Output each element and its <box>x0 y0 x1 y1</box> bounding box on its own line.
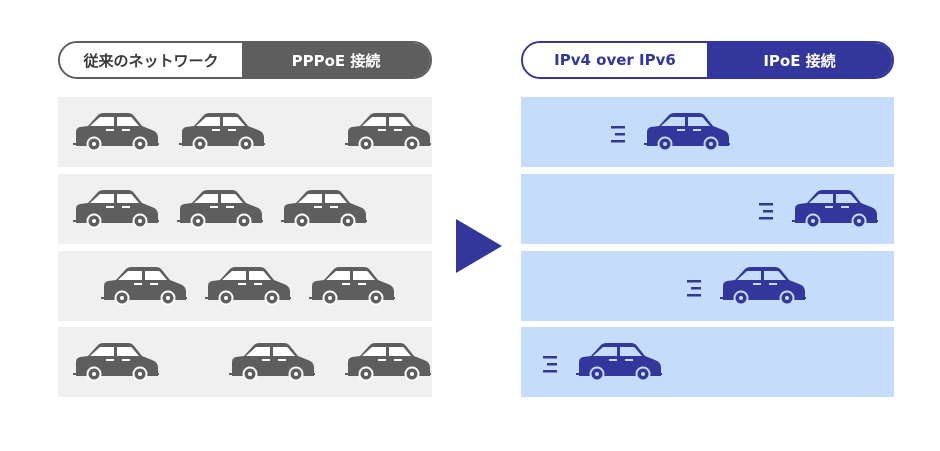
ipoe-lane-2 <box>521 174 894 244</box>
speeding-car-icon <box>687 262 811 308</box>
car-icon <box>226 338 316 384</box>
ipoe-lane-3 <box>521 251 894 321</box>
speeding-car-icon <box>543 338 667 384</box>
legacy-network-label: 従来のネットワーク <box>60 43 242 77</box>
pppoe-label: PPPoE 接続 <box>242 43 430 77</box>
car-icon <box>278 185 368 231</box>
car-icon <box>202 262 292 308</box>
car-icon <box>98 262 188 308</box>
ipoe-label: IPoE 接続 <box>707 43 892 77</box>
car-icon <box>70 338 160 384</box>
car-icon <box>342 108 432 154</box>
pppoe-lane-2 <box>58 174 432 244</box>
ipv4-over-ipv6-label: IPv4 over IPv6 <box>523 43 707 77</box>
car-icon <box>70 108 160 154</box>
car-icon <box>342 338 432 384</box>
pppoe-header-pill: 従来のネットワーク PPPoE 接続 <box>58 41 432 79</box>
play-arrow-icon <box>456 219 502 273</box>
pppoe-lane-3 <box>58 251 432 321</box>
ipoe-lane-4 <box>521 327 894 397</box>
ipoe-header-pill: IPv4 over IPv6 IPoE 接続 <box>521 41 894 79</box>
ipoe-lane-1 <box>521 97 894 167</box>
pppoe-lane-4 <box>58 327 432 397</box>
speeding-car-icon <box>759 185 883 231</box>
car-icon <box>176 108 266 154</box>
speeding-car-icon <box>611 108 735 154</box>
pppoe-lane-1 <box>58 97 432 167</box>
car-icon <box>306 262 396 308</box>
car-icon <box>70 185 160 231</box>
car-icon <box>174 185 264 231</box>
